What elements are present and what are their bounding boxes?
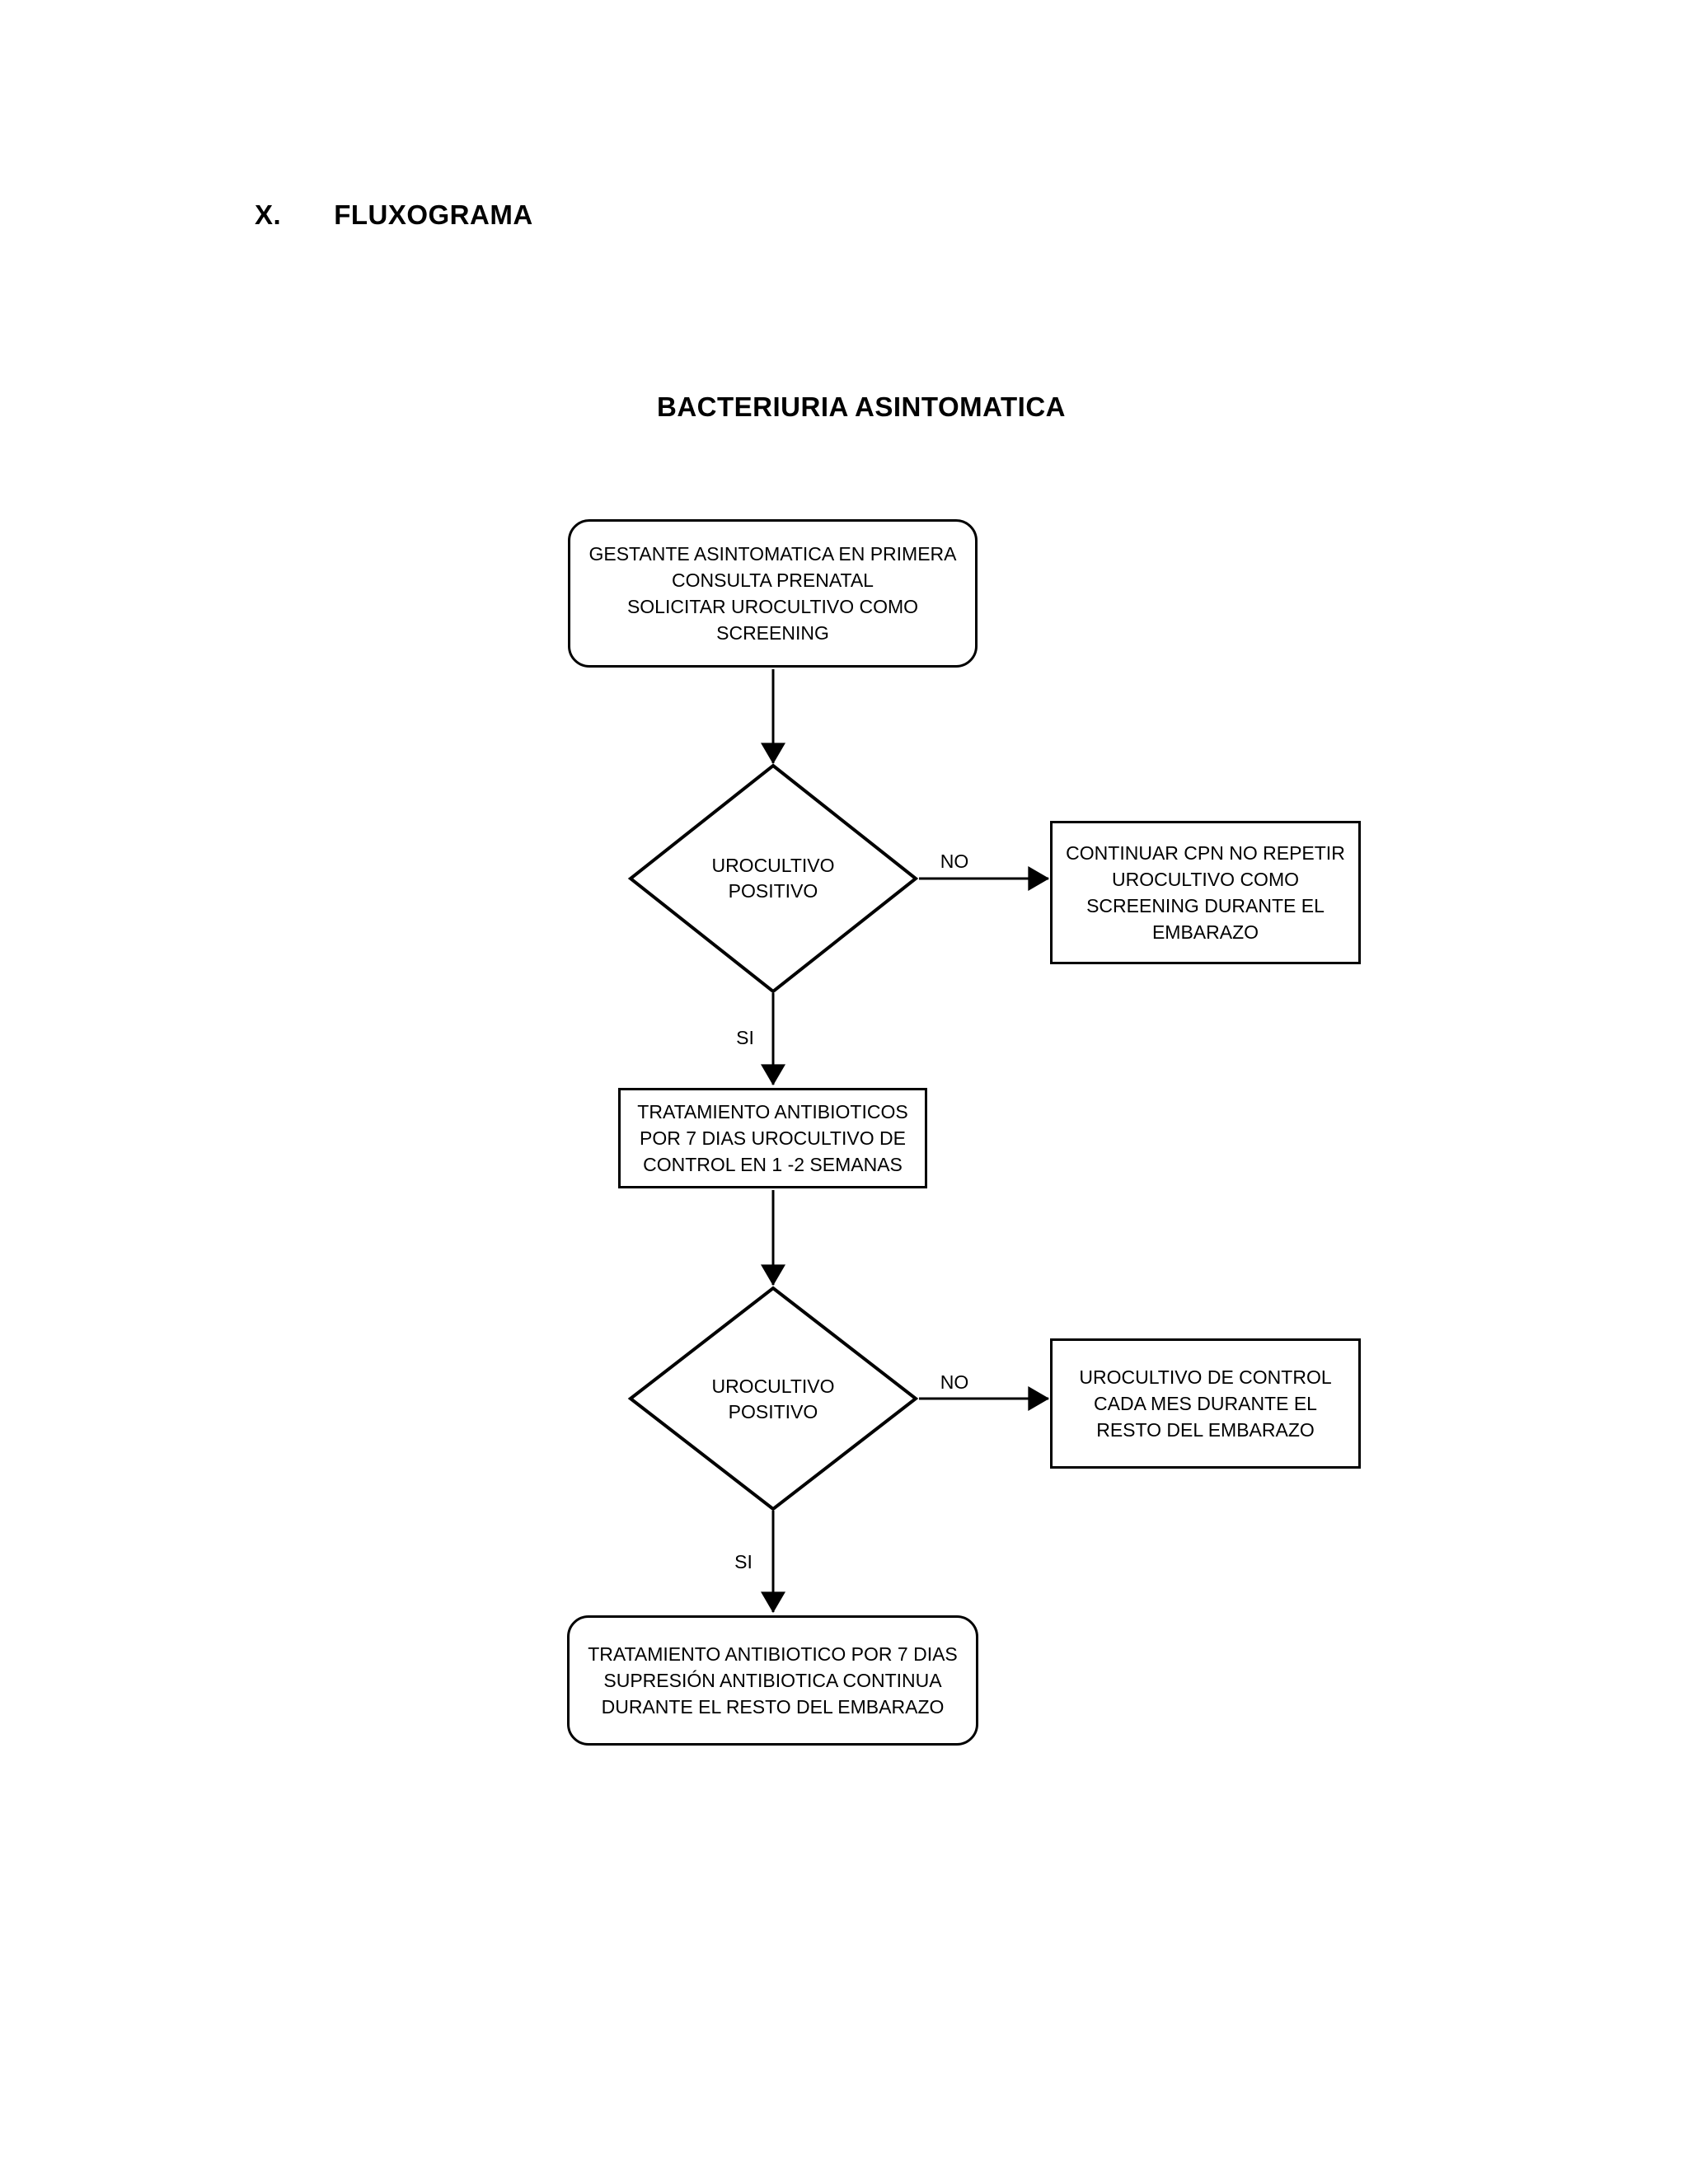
section-number: X.: [255, 199, 282, 230]
treatment1-node: TRATAMIENTO ANTIBIOTICOS POR 7 DIAS UROC…: [618, 1088, 927, 1188]
section-title: FLUXOGRAMA: [334, 199, 533, 230]
edge-label-no-2: NO: [940, 1371, 969, 1393]
decision2-label: UROCULTIVO POSITIVO: [711, 1376, 835, 1422]
edge-label-si-1: SI: [736, 1027, 754, 1048]
no-outcome1-node: CONTINUAR CPN NO REPETIR UROCULTIVO COMO…: [1050, 821, 1361, 964]
start-node: GESTANTE ASINTOMATICA EN PRIMERA CONSULT…: [568, 519, 978, 668]
edge-label-si-2: SI: [734, 1551, 753, 1572]
treatment2-node: TRATAMIENTO ANTIBIOTICO POR 7 DIAS SUPRE…: [567, 1615, 978, 1746]
decision1-label: UROCULTIVO POSITIVO: [711, 855, 835, 902]
flowchart-title: BACTERIURIA ASINTOMATICA: [657, 391, 1066, 422]
no-outcome2-node: UROCULTIVO DE CONTROL CADA MES DURANTE E…: [1050, 1338, 1361, 1469]
section-heading: X. FLUXOGRAMA: [255, 199, 533, 231]
edge-label-no-1: NO: [940, 851, 969, 872]
